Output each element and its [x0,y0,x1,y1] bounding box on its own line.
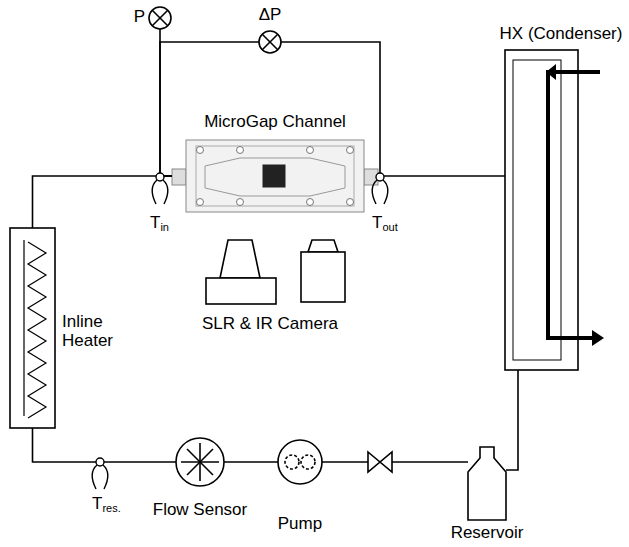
component-node: HX (Condenser) [505,50,578,370]
sensor-label: Tin [150,213,169,232]
component-label: Inline Heater [62,312,126,350]
pipe-line [322,461,468,463]
component-node: Flow Sensor [176,438,224,486]
pipe-line [378,175,505,177]
pipe-line [160,42,259,176]
thermocouple-symbol [92,173,387,489]
sensor-label: Tres. [92,494,121,513]
pipe-line [281,42,380,176]
pipe-line [224,461,278,463]
condenser-body [505,50,604,370]
microgap-channel [172,140,378,212]
component-node: ΔP [259,31,281,53]
sensor-label: Tout [372,213,398,232]
component-node: Inline Heater [10,228,55,428]
component-node: P [149,7,171,29]
component-node: Pump [278,440,322,484]
component-node: MicroGap Channel [172,140,378,212]
pipe-line [33,428,177,462]
valve-symbol [368,452,392,472]
camera-symbol [206,240,345,304]
component-label: Flow Sensor [150,500,250,519]
pipe-line [160,29,172,176]
reservoir-bottle [468,447,506,520]
flow-sensor-symbol [176,438,224,486]
component-label: ΔP [245,5,295,24]
component-label: P [127,7,145,26]
equipment-label: SLR & IR Camera [185,314,355,333]
pump-symbol [278,440,322,484]
component-node: Reservoir [468,447,506,520]
component-label: Pump [260,514,340,533]
component-label: MicroGap Channel [152,112,398,131]
component-label: HX (Condenser) [496,24,626,43]
component-label: Reservoir [442,523,532,542]
pipe-line [506,370,518,470]
heater-element [10,228,55,428]
